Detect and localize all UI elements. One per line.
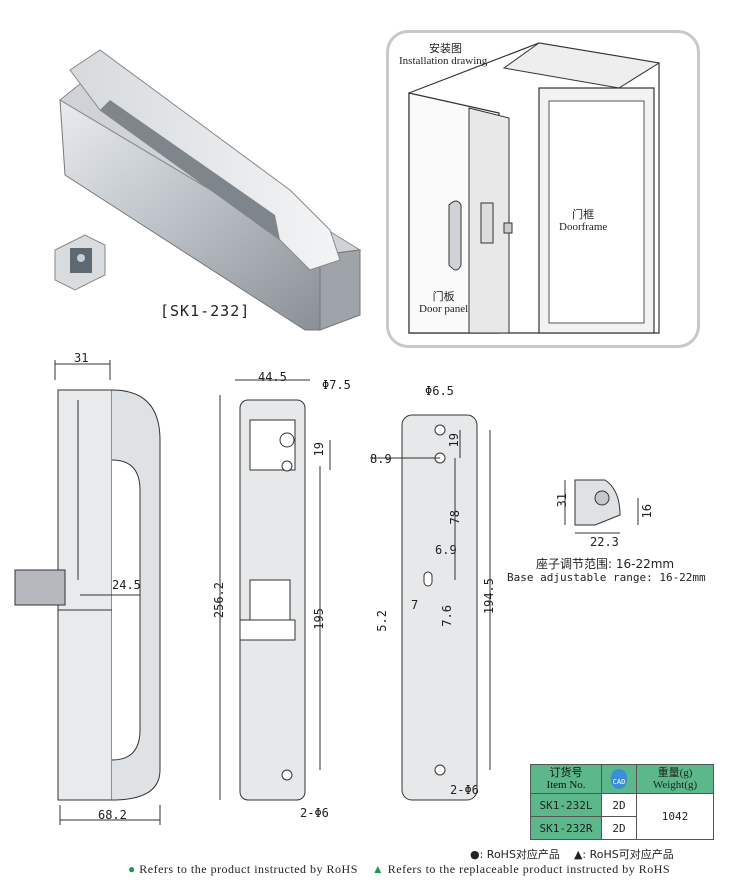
back-hole-gap-dim: 19	[447, 433, 461, 448]
front-mount-dim: 2-Φ6	[300, 806, 329, 820]
side-view-drawing	[14, 360, 161, 825]
doorframe-caption: 门框 Doorframe	[559, 209, 607, 233]
installation-drawing	[408, 42, 661, 334]
weight-header-cn: 重量(g)	[657, 767, 693, 779]
base-31-dim: 31	[555, 493, 569, 508]
legend-cn: ●: RoHS对应产品 ▲: RoHS可对应产品	[470, 846, 674, 862]
front-view-drawing	[219, 379, 331, 801]
back-view-drawing	[370, 414, 491, 801]
installation-title-en: Installation drawing	[399, 55, 488, 67]
front-hole-gap-dim: 19	[312, 442, 326, 457]
table-header-row: 订货号 Item No. CAD 重量(g) Weight(g)	[530, 764, 714, 794]
base-range-cn: 座子调节范围: 16-22mm	[536, 557, 675, 571]
replace-triangle-icon: ▲	[371, 862, 385, 876]
weight-cell: 1042	[636, 793, 714, 840]
item-header-en: Item No.	[546, 779, 586, 791]
rohs-legend-en: Refers to the product instructed by RoHS	[139, 862, 358, 876]
weight-header-en: Weight(g)	[652, 779, 698, 791]
product-photo	[54, 49, 362, 331]
back-hole-dim: Φ6.5	[425, 384, 454, 398]
cad-cell: 2D	[601, 816, 637, 840]
side-width-dim: 31	[74, 351, 89, 365]
installation-title-cn: 安装图	[429, 43, 462, 55]
front-width-dim: 44.5	[258, 370, 287, 384]
doorpanel-en: Door panel	[419, 303, 469, 315]
side-offset-dim: 24.5	[112, 578, 141, 592]
back-78-dim: 78	[448, 510, 462, 525]
doorpanel-cn: 门板	[432, 291, 455, 303]
back-offset-dim: 8.9	[370, 452, 392, 466]
replace-legend-cn: ▲: RoHS可对应产品	[573, 848, 674, 861]
product-label: [SK1-232]	[160, 302, 251, 320]
weight-header: 重量(g) Weight(g)	[636, 764, 714, 794]
base-range-en: Base adjustable range: 16-22mm	[507, 571, 706, 584]
item-cell: SK1-232R	[530, 816, 602, 840]
item-header-cn: 订货号	[549, 767, 583, 779]
item-header: 订货号 Item No.	[530, 764, 602, 794]
rohs-legend-cn: ●: RoHS对应产品	[470, 848, 560, 861]
base-16-dim: 16	[640, 504, 654, 519]
cad-cell: 2D	[601, 793, 637, 817]
front-height-dim: 256.2	[212, 582, 226, 619]
doorframe-cn: 门框	[572, 209, 595, 221]
back-7-dim: 7	[411, 598, 419, 612]
rohs-dot-icon: ●	[128, 862, 136, 876]
front-hole-dim: Φ7.5	[322, 378, 351, 392]
doorpanel-caption: 门板 Door panel	[419, 291, 468, 315]
base-223-dim: 22.3	[590, 535, 619, 549]
table-row: SK1-232L 2D 1042	[530, 793, 714, 840]
replace-legend-en: Refers to the replaceable product instru…	[387, 862, 671, 876]
cad-header: CAD	[601, 764, 637, 794]
legend-en: ● Refers to the product instructed by Ro…	[128, 862, 670, 877]
base-detail-drawing	[564, 479, 639, 534]
cad-icon: CAD	[611, 769, 627, 789]
front-inner-dim: 195	[312, 608, 326, 630]
side-depth-dim: 68.2	[98, 808, 127, 822]
back-76-dim: 7.6	[440, 605, 454, 627]
back-69-dim: 6.9	[435, 543, 457, 557]
back-52-dim: 5.2	[375, 610, 389, 632]
back-mount-dim: 2-Φ6	[450, 783, 479, 797]
installation-title: 安装图 Installation drawing	[399, 43, 487, 67]
doorframe-en: Doorframe	[559, 221, 608, 233]
table-row: SK1-232R 2D	[530, 816, 714, 840]
back-height-dim: 194.5	[482, 578, 496, 615]
item-cell: SK1-232L	[530, 793, 602, 817]
installation-drawing-panel: 安装图 Installation drawing 门框 Doorframe 门板…	[386, 30, 700, 348]
item-table: 订货号 Item No. CAD 重量(g) Weight(g) SK1-232…	[530, 764, 714, 840]
